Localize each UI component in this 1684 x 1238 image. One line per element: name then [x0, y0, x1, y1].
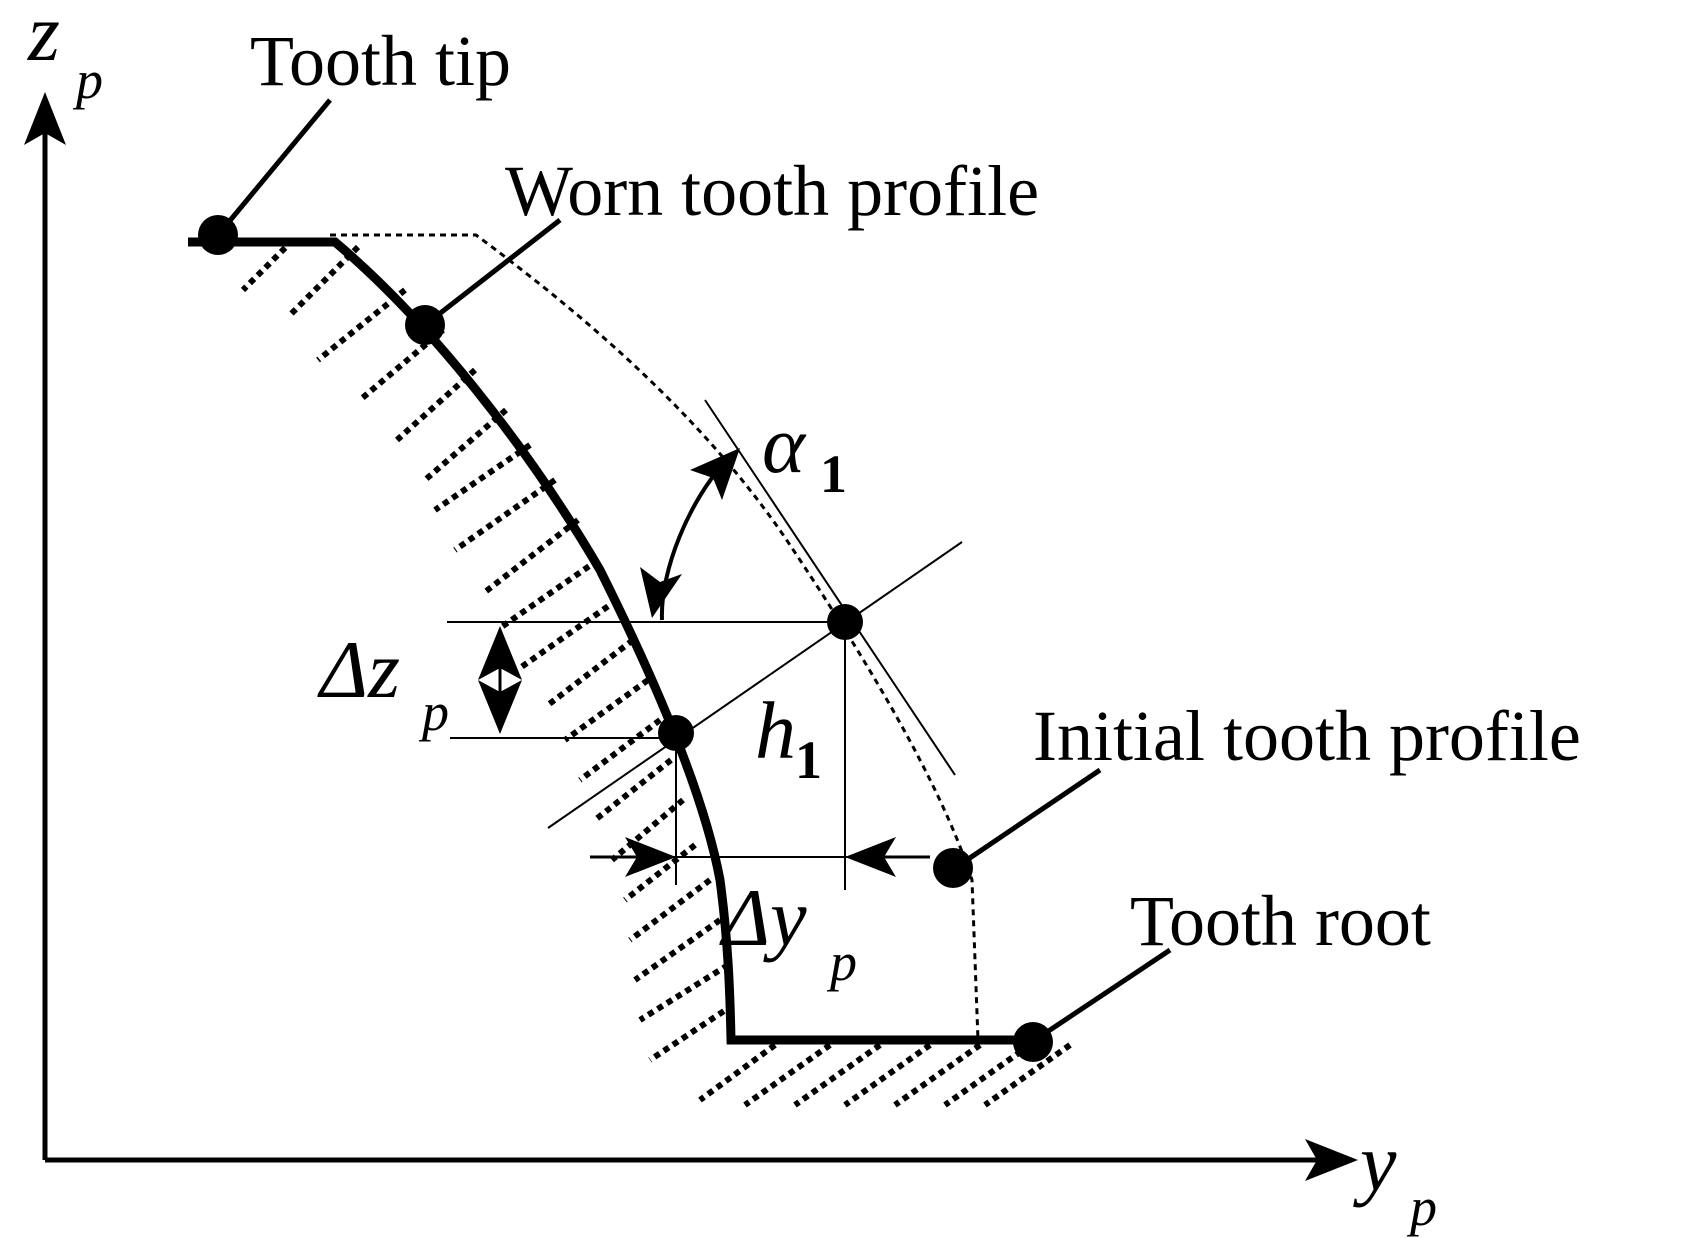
- h1-subscript: 1: [795, 730, 822, 790]
- z-axis-subscript: p: [72, 50, 103, 110]
- tooth-tip-leader: [216, 98, 332, 237]
- material-hatching: [240, 237, 1072, 1108]
- axes: [24, 92, 1358, 1181]
- initial-point-dot: [827, 604, 863, 640]
- worn-profile-dot: [405, 305, 445, 345]
- dz-label: Δz: [317, 624, 400, 715]
- alpha-label: α: [762, 399, 807, 490]
- worn-profile-label: Worn tooth profile: [505, 151, 1039, 231]
- alpha-angle-arrow: [640, 448, 740, 621]
- dy-label: Δy: [719, 872, 807, 963]
- alpha-subscript: 1: [820, 444, 847, 504]
- worn-point-dot: [658, 715, 694, 751]
- initial-profile-label: Initial tooth profile: [1033, 696, 1581, 776]
- worn-tooth-profile-curve: [188, 237, 1030, 1045]
- tooth-tip-dot: [198, 215, 238, 255]
- tooth-root-dot: [1013, 1022, 1053, 1062]
- h1-label: h: [755, 685, 796, 776]
- tooth-tip-label: Tooth tip: [250, 21, 511, 101]
- initial-tooth-profile-curve: [330, 233, 980, 1041]
- z-axis-arrowhead: [24, 92, 66, 145]
- tooth-root-label: Tooth root: [1130, 881, 1431, 961]
- dz-subscript: p: [418, 682, 449, 742]
- y-axis-label: y: [1353, 1117, 1397, 1208]
- initial-profile-dot: [933, 848, 973, 888]
- y-axis-subscript: p: [1406, 1177, 1437, 1237]
- tooth-root-leader: [1033, 947, 1172, 1043]
- z-axis-label: z: [27, 0, 60, 78]
- tangent-line: [704, 399, 956, 776]
- normal-line: [547, 541, 963, 829]
- dy-subscript: p: [826, 932, 857, 992]
- initial-profile-leader: [953, 767, 1102, 871]
- worn-profile-leader: [423, 218, 562, 327]
- dy-arrows: [590, 837, 930, 877]
- dz-double-arrow: [478, 626, 522, 734]
- y-axis-arrowhead: [1305, 1139, 1358, 1181]
- leader-lines: [216, 98, 1172, 1043]
